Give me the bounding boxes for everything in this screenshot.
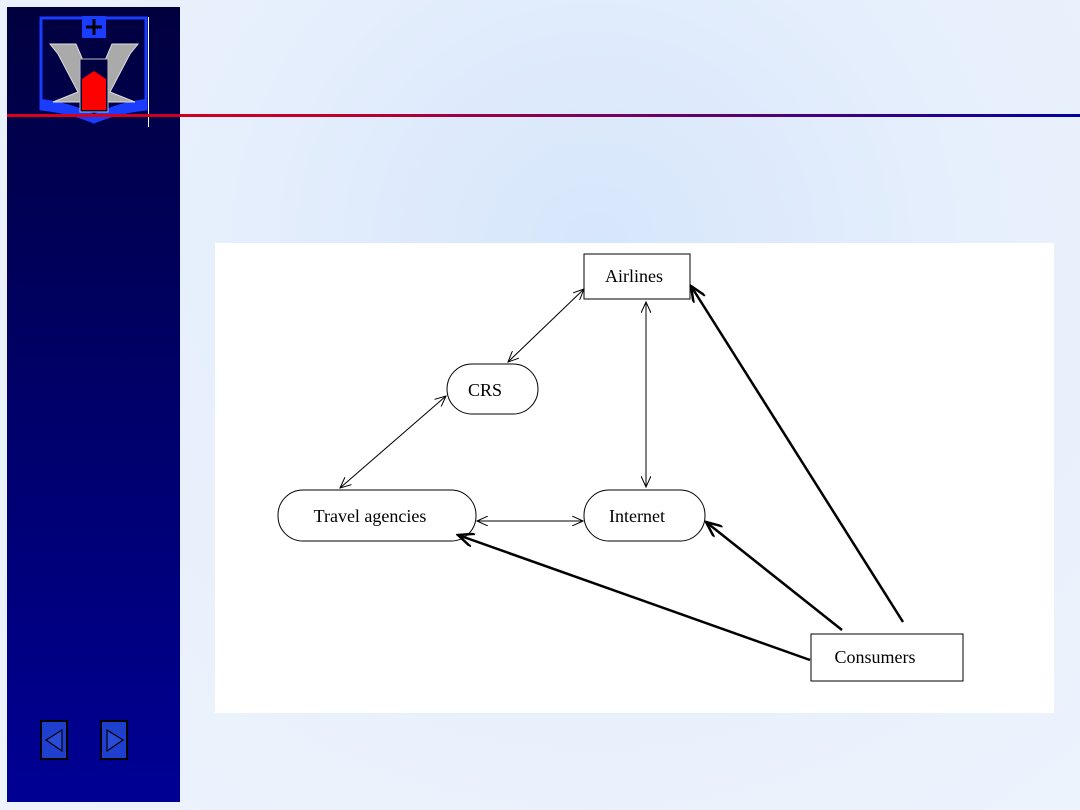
next-slide-button[interactable] [100,720,128,760]
edge-consumers-airlines [691,286,905,623]
university-crest-logo [39,16,148,124]
node-internet: Internet [583,489,706,542]
title-rule [7,114,1080,117]
node-label: CRS [468,380,502,400]
triangle-left-icon [44,728,63,753]
node-crs: CRS [446,363,539,415]
node-label: Internet [609,506,665,526]
triangle-right-icon [106,728,125,753]
sidebar [7,7,180,802]
node-airlines: Airlines [583,253,691,300]
edge-consumers-travel [458,535,811,662]
node-consumers: Consumers [810,633,964,682]
node-label: Travel agencies [314,506,427,526]
edge-consumers-internet [706,522,843,631]
node-label: Consumers [835,647,916,667]
header-divider [148,17,149,127]
edge-crs-travel [340,396,446,488]
node-travel-agencies: Travel agencies [277,489,477,542]
distribution-diagram: Airlines CRS Travel agencies Internet Co… [215,243,1054,713]
node-label: Airlines [605,266,663,286]
previous-slide-button[interactable] [40,720,68,760]
edge-airlines-crs [508,289,584,362]
